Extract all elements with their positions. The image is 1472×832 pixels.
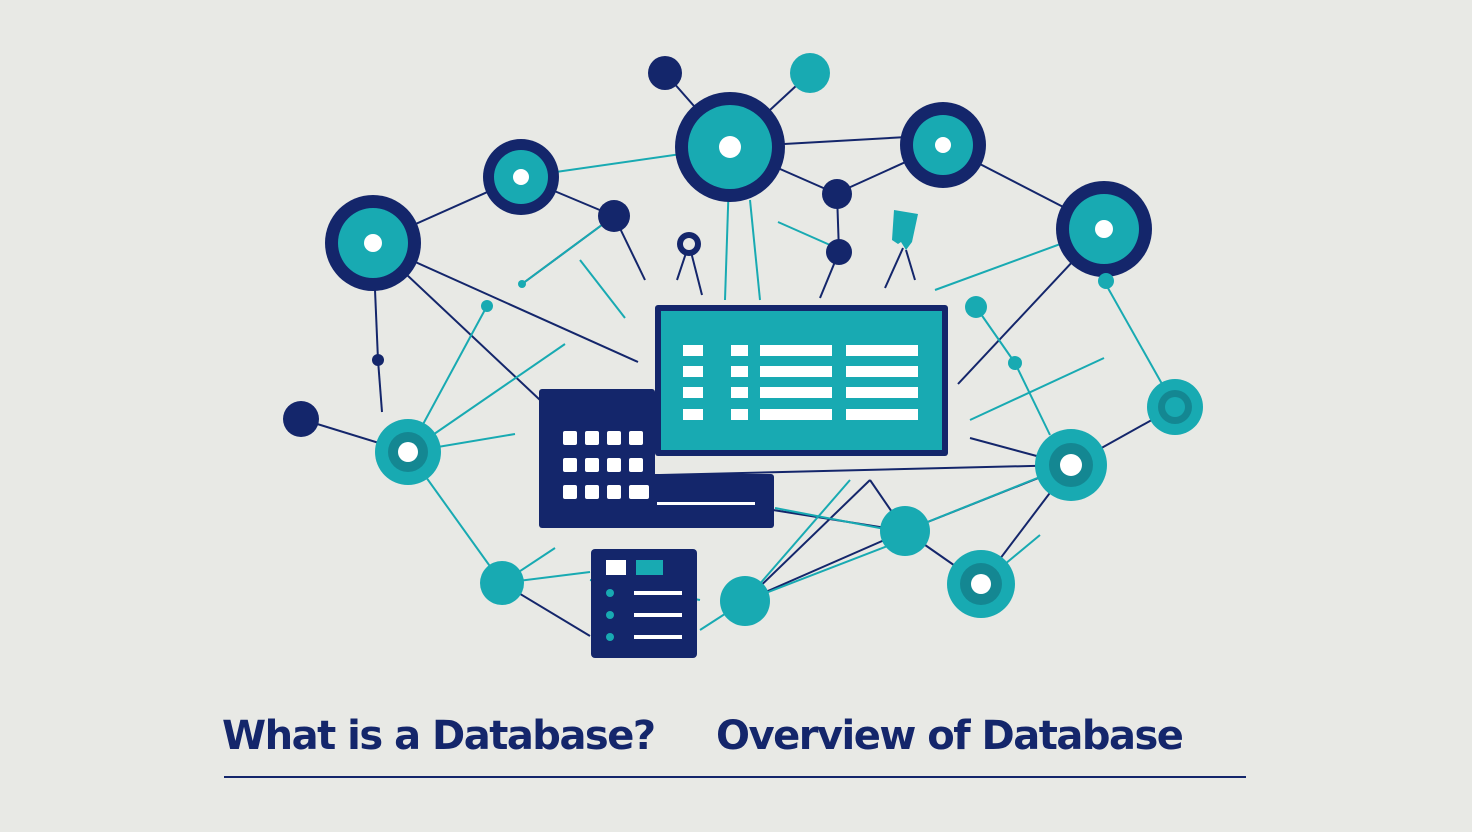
database-grid-window-icon	[539, 389, 774, 528]
network-node-icon	[1008, 356, 1022, 370]
database-list-window-icon	[591, 549, 697, 658]
network-node-icon	[648, 56, 682, 90]
caption-underline	[224, 776, 1246, 778]
network-node-icon	[947, 550, 1015, 618]
network-node-icon	[900, 102, 986, 188]
network-node-icon	[481, 300, 493, 312]
network-node-icon	[677, 232, 701, 256]
network-node-icon	[965, 296, 987, 318]
network-node-icon	[325, 195, 421, 291]
network-node-icon	[480, 561, 524, 605]
network-node-icon	[598, 200, 630, 232]
network-links-teal	[407, 146, 1176, 631]
network-node-icon	[283, 401, 319, 437]
title-overview-of-database: Overview of Database	[716, 713, 1184, 759]
network-node-icon	[483, 139, 559, 215]
title-what-is-a-database: What is a Database?	[222, 713, 656, 759]
database-table-window-icon	[655, 305, 948, 456]
network-node-icon	[790, 53, 830, 93]
network-node-icon	[826, 239, 852, 265]
network-node-icon	[1098, 273, 1114, 289]
network-node-icon	[880, 506, 930, 556]
network-node-icon	[675, 92, 785, 202]
database-network-illustration	[283, 53, 1203, 658]
network-node-icon	[822, 179, 852, 209]
network-node-icon	[1147, 379, 1203, 435]
network-node-icon	[1035, 429, 1107, 501]
network-node-icon	[518, 280, 526, 288]
network-node-icon	[372, 354, 384, 366]
network-node-icon	[720, 576, 770, 626]
network-node-icon	[375, 419, 441, 485]
network-node-icon	[1056, 181, 1152, 277]
pen-icon	[884, 210, 918, 289]
